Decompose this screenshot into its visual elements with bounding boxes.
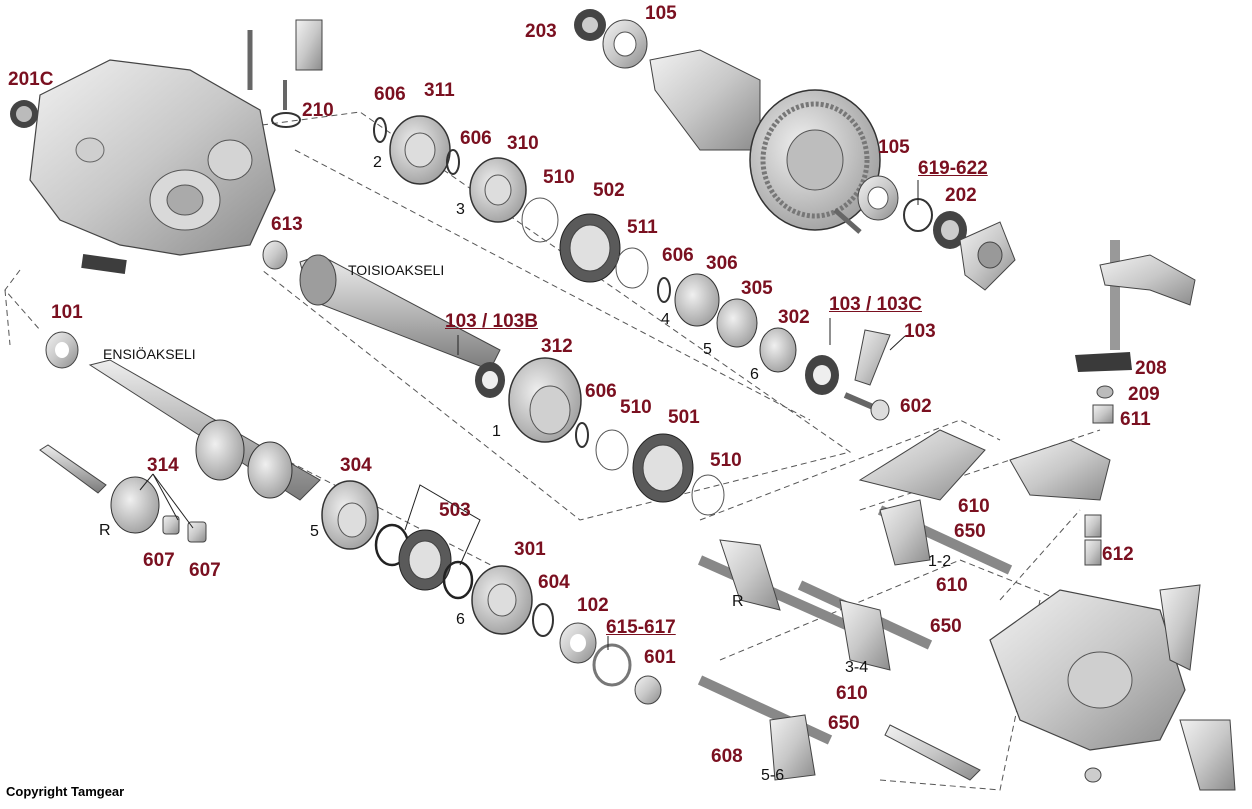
part-label-607-b: 607 xyxy=(189,560,221,581)
part-label-510-b: 510 xyxy=(620,397,652,418)
fork-label-5-6: 5-6 xyxy=(761,767,785,784)
part-label-610-b: 610 xyxy=(936,575,968,596)
differential-assembly xyxy=(574,9,1016,291)
part-label-210: 210 xyxy=(302,100,334,121)
part-label-306: 306 xyxy=(706,253,738,274)
part-label-310: 310 xyxy=(507,133,539,154)
lower-gear-train xyxy=(321,480,662,705)
transmission-housing-left xyxy=(29,59,276,274)
part-label-305: 305 xyxy=(741,278,773,299)
part-label-608: 608 xyxy=(711,746,743,767)
part-label-650-c: 650 xyxy=(828,713,860,734)
part-label-304: 304 xyxy=(340,455,372,476)
part-label-314: 314 xyxy=(147,455,179,476)
part-label-103: 103 xyxy=(904,321,936,342)
gear-number-5-lower: 5 xyxy=(310,523,319,540)
part-label-601: 601 xyxy=(644,647,676,668)
part-label-650-a: 650 xyxy=(954,521,986,542)
part-label-510-a: 510 xyxy=(543,167,575,188)
secondary-shaft xyxy=(262,240,501,371)
part-label-101: 101 xyxy=(51,302,83,323)
part-label-302: 302 xyxy=(778,307,810,328)
part-label-102: 102 xyxy=(577,595,609,616)
gear-number-6-upper: 6 xyxy=(750,366,759,383)
part-label-501: 501 xyxy=(668,407,700,428)
part-label-511: 511 xyxy=(627,217,658,238)
fork-label-3-4: 3-4 xyxy=(845,659,869,676)
part-label-503: 503 xyxy=(439,500,471,521)
part-label-606-a: 606 xyxy=(374,84,406,105)
part-label-613: 613 xyxy=(271,214,303,235)
seal-201c xyxy=(10,100,38,128)
part-label-209: 209 xyxy=(1128,384,1160,405)
part-label-201c: 201C xyxy=(8,69,54,90)
gear-number-3: 3 xyxy=(456,201,465,218)
part-label-606-c: 606 xyxy=(662,245,694,266)
gear-number-6-lower: 6 xyxy=(456,611,465,628)
fork-label-1-2: 1-2 xyxy=(928,553,952,570)
part-label-301: 301 xyxy=(514,539,546,560)
primary-shaft-label: ENSIÖAKSELI xyxy=(103,346,196,362)
part-label-602: 602 xyxy=(900,396,932,417)
middle-gear-train xyxy=(475,357,725,516)
part-label-606-d: 606 xyxy=(585,381,617,402)
part-label-312: 312 xyxy=(541,336,573,357)
upper-gear-train xyxy=(373,115,891,421)
part-label-103-103c: 103 / 103C xyxy=(829,294,922,315)
assembly-dashed-lines xyxy=(4,111,1101,791)
part-label-105: 105 xyxy=(878,137,910,158)
primary-shaft xyxy=(39,331,321,543)
gear-number-2: 2 xyxy=(373,154,382,171)
part-label-611: 611 xyxy=(1120,409,1151,430)
part-label-607-a: 607 xyxy=(143,550,175,571)
part-label-311: 311 xyxy=(424,80,455,101)
gear-number-5-upper: 5 xyxy=(703,341,712,358)
part-label-502: 502 xyxy=(593,180,625,201)
transmission-housing-right xyxy=(989,584,1236,791)
leader-lines xyxy=(139,180,919,650)
selector-210 xyxy=(247,19,323,128)
shift-forks xyxy=(697,429,1013,781)
part-label-610-c: 610 xyxy=(836,683,868,704)
part-label-610-a: 610 xyxy=(958,496,990,517)
secondary-shaft-label: TOISIOAKSELI xyxy=(348,262,445,278)
part-label-105-top: 105 xyxy=(645,3,677,24)
fork-label-reverse: R xyxy=(732,593,744,610)
part-label-604: 604 xyxy=(538,572,570,593)
part-label-606-b: 606 xyxy=(460,128,492,149)
part-label-202: 202 xyxy=(945,185,977,206)
part-label-612: 612 xyxy=(1102,544,1134,565)
part-label-510-c: 510 xyxy=(710,450,742,471)
part-label-619-622: 619-622 xyxy=(918,158,988,179)
selector-mechanism xyxy=(1009,240,1196,566)
part-label-103-103b: 103 / 103B xyxy=(445,311,538,332)
part-label-650-b: 650 xyxy=(930,616,962,637)
part-label-208: 208 xyxy=(1135,358,1167,379)
gear-number-1: 1 xyxy=(492,423,501,440)
part-label-615-617: 615-617 xyxy=(606,617,676,638)
gear-number-4: 4 xyxy=(661,311,670,328)
gear-number-reverse: R xyxy=(99,522,111,539)
copyright-text: Copyright Tamgear xyxy=(6,784,125,799)
part-label-203: 203 xyxy=(525,21,557,42)
